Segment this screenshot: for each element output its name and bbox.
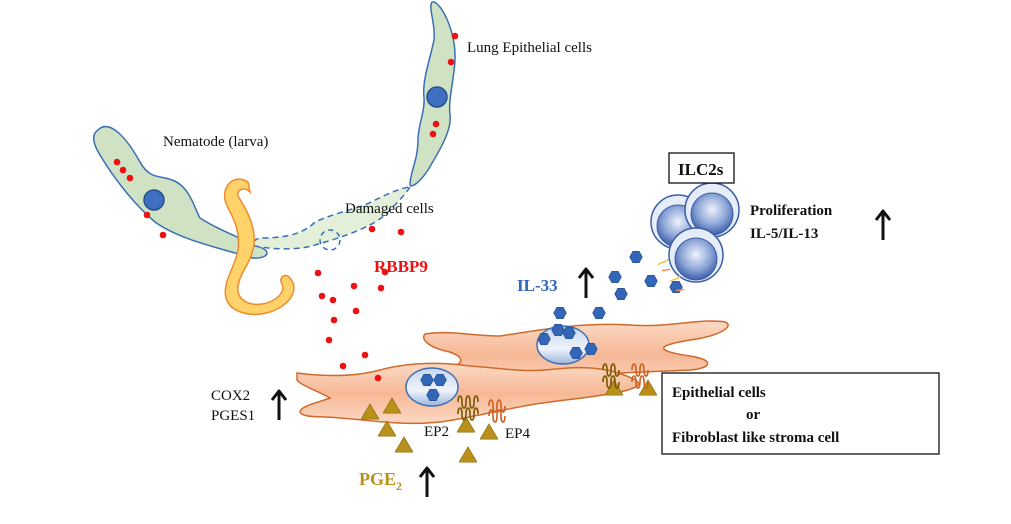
rbbp9-dot (159, 231, 167, 239)
box-line-2: or (746, 407, 761, 423)
nematode-label: Nematode (larva) (163, 134, 268, 150)
ilc2s-label: ILC2s (678, 160, 724, 179)
il33-hexagon (553, 307, 567, 319)
nucleus (426, 86, 448, 108)
rbbp9-dot (397, 228, 405, 236)
epithelial-cell-left (93, 125, 268, 259)
ep2-receptor-back (602, 363, 620, 389)
il33-up-arrow (577, 267, 595, 298)
rbbp9-dot (374, 374, 382, 382)
ep2-receptor (457, 395, 479, 421)
rbbp9-dot (352, 307, 360, 315)
il33-hexagon (644, 275, 658, 287)
cell-type-box (661, 372, 940, 455)
il33-hexagon (584, 343, 598, 355)
rbbp9-label: RBBP9 (374, 257, 428, 276)
rbbp9-dot (447, 58, 455, 66)
il33-hexagon (551, 324, 565, 336)
rbbp9-dot (126, 174, 134, 182)
rbbp9-dot (325, 336, 333, 344)
rbbp9-dot (361, 351, 369, 359)
ep2-label: EP2 (424, 424, 449, 440)
rbbp9-dot (330, 316, 338, 324)
rbbp9-dot (339, 362, 347, 370)
rbbp9-dot (350, 282, 358, 290)
ep4-receptor (488, 399, 506, 423)
rbbp9-dot (432, 120, 440, 128)
pge2-triangle (395, 436, 413, 453)
stroma-cell-front (296, 362, 640, 425)
pge2-label: PGE2 (359, 469, 402, 493)
pge2-triangle (459, 446, 477, 463)
il33-hexagon (614, 288, 628, 300)
il33-hexagon (426, 389, 440, 401)
rbbp9-dot (143, 211, 151, 219)
il33-hexagon (608, 271, 622, 283)
rbbp9-dot (368, 225, 376, 233)
proliferation-up-arrow (874, 209, 892, 240)
il33-hexagon (669, 281, 683, 293)
rbbp9-dot (329, 296, 337, 304)
rbbp9-dot (119, 166, 127, 174)
proliferation-label: Proliferation (750, 203, 833, 219)
pge2-triangle (480, 423, 498, 440)
ilc2-receptor (657, 258, 685, 292)
damaged-nucleus (319, 229, 341, 251)
rbbp9-dot (113, 158, 121, 166)
box-line-3: Fibroblast like stroma cell (672, 430, 839, 446)
il33-label: IL-33 (517, 276, 558, 295)
rbbp9-dot (314, 269, 322, 277)
pges1-label: PGES1 (211, 408, 255, 424)
ep4-receptor-back (631, 363, 649, 389)
rbbp9-dot (377, 284, 385, 292)
rbbp9-dot (318, 292, 326, 300)
pge2-up-arrow (418, 466, 436, 497)
nucleus (143, 189, 165, 211)
damaged-cells-label: Damaged cells (345, 201, 434, 217)
ep4-label: EP4 (505, 426, 531, 442)
il33-hexagon (420, 374, 434, 386)
rbbp9-molecules (113, 32, 459, 382)
cox2-up-arrow (270, 389, 288, 420)
il33-hexagon (592, 307, 606, 319)
damaged-cell (252, 186, 412, 251)
il33-hexagon (629, 251, 643, 263)
il33-hexagon (537, 333, 551, 345)
cox2-label: COX2 (211, 388, 250, 404)
il5-il13-label: IL-5/IL-13 (750, 226, 818, 242)
il33-hexagon (569, 347, 583, 359)
nematode-larva (223, 178, 295, 316)
lung-epithelial-label: Lung Epithelial cells (467, 40, 592, 56)
il33-hexagon (562, 327, 576, 339)
box-line-1: Epithelial cells (672, 385, 766, 401)
ilc2s-box (668, 152, 735, 184)
epithelial-cell-right (409, 1, 456, 187)
rbbp9-dot (429, 130, 437, 138)
rbbp9-dot (451, 32, 459, 40)
ilc2-cells (650, 182, 740, 283)
rbbp9-dot (381, 268, 389, 276)
il33-hexagon (433, 374, 447, 386)
